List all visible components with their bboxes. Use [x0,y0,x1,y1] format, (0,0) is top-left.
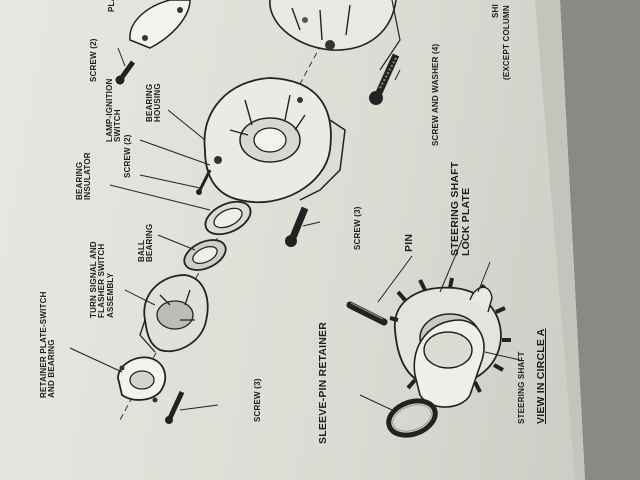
column-housing [269,0,401,71]
leader-lines [69,47,521,411]
retainer-plate [117,356,167,403]
screw-three-bottom [165,390,185,424]
label-lock-plate: STEERING SHAFT LOCK PLATE [449,161,473,256]
label-view-in-circle: VIEW IN CIRCLE A [535,328,547,424]
steering-shaft [413,286,493,408]
label-pin: PIN [403,233,415,252]
screw-top [115,60,136,85]
label-retainer-plate: RETAINER PLATE-SWITCH AND BEARING [39,291,57,398]
header-top-right-sub: (EXCEPT COLUMN [502,5,511,80]
label-plate: PLA [107,0,116,12]
label-bearing-insulator: BEARING INSULATOR [75,152,93,200]
label-sleeve-pin-retainer: SLEEVE-PIN RETAINER [317,321,329,444]
screw-three-mid [285,206,309,247]
label-screw-two-top: SCREW (2) [89,38,98,82]
label-bearing-housing: BEARING HOUSING [145,83,163,122]
sleeve-pin-retainer [386,398,438,438]
label-screw-and-washer: SCREW AND WASHER (4) [431,43,440,146]
turn-signal-switch-assembly [139,274,209,353]
label-turn-signal-assembly: TURN SIGNAL AND FLASHER SWITCH ASSEMBLY [89,241,115,318]
label-screw-three-mid: SCREW (3) [353,206,362,250]
bearing-insulator [204,200,252,236]
label-screw-two-mid: SCREW (2) [123,134,132,178]
ball-bearing [183,239,227,271]
bearing-housing [203,77,346,204]
next-page-edge [535,0,585,480]
page-edge-shadow [560,0,640,480]
label-ball-bearing: BALL BEARING [137,223,155,262]
label-screw-three-bottom: SCREW (3) [253,378,262,422]
pin [346,301,388,326]
screw-and-washer [369,53,400,105]
top-plate [129,0,191,49]
header-top-right: SHI [491,4,500,18]
label-lamp-ignition-switch: LAMP-IGNITION SWITCH [105,78,123,142]
screw-mid [196,169,212,195]
label-steering-shaft: STEERING SHAFT [517,351,526,424]
